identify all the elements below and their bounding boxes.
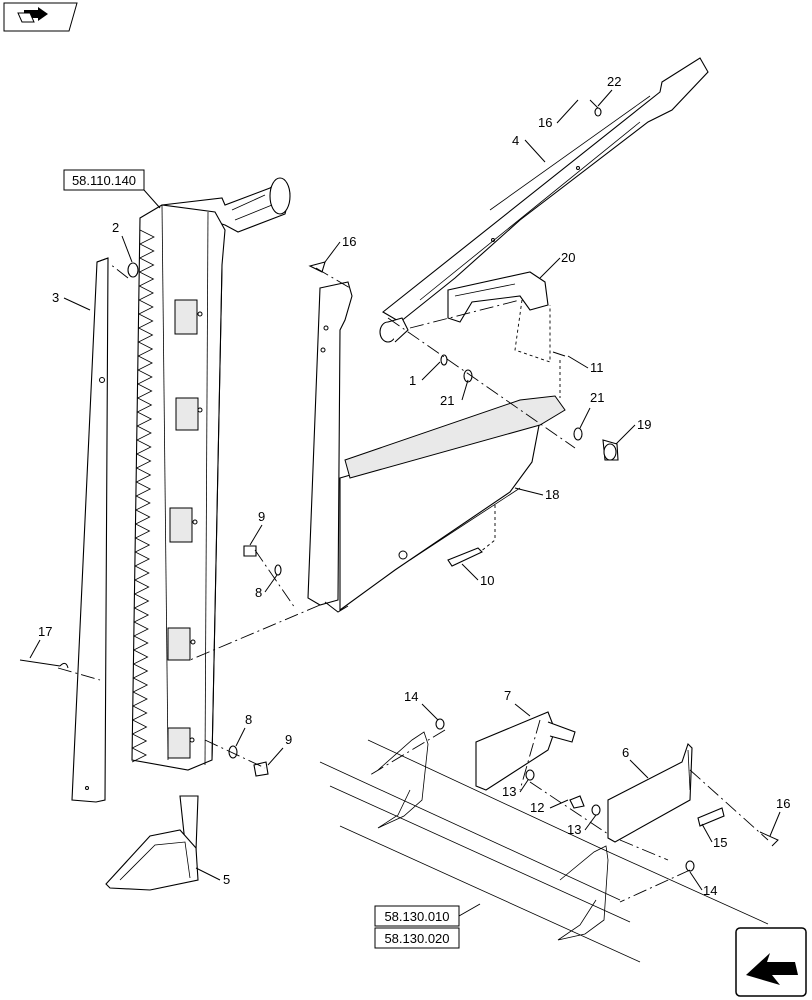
next-page-arrow-icon[interactable] <box>735 927 807 997</box>
callout-8-bottom: 8 <box>245 712 252 727</box>
callout-6: 6 <box>622 745 629 760</box>
callout-1: 1 <box>409 373 416 388</box>
callout-9-top: 9 <box>258 509 265 524</box>
callout-19: 19 <box>637 417 651 432</box>
callout-21-left: 21 <box>440 393 454 408</box>
callout-15: 15 <box>713 835 727 850</box>
cutter-bar-assembly <box>131 177 291 771</box>
part-3-strip <box>71 257 109 803</box>
callout-11: 11 <box>590 360 604 375</box>
reference-58-130-010[interactable]: 58.130.010 <box>374 905 460 927</box>
callout-8-top: 8 <box>255 585 262 600</box>
part-20-bracket <box>447 271 549 323</box>
callout-14-top: 14 <box>404 689 418 704</box>
callout-18: 18 <box>545 487 559 502</box>
callout-13-left: 13 <box>502 784 516 799</box>
callout-21-right: 21 <box>590 390 604 405</box>
reference-58-110-140[interactable]: 58.110.140 <box>63 169 161 209</box>
lower-skid-assembly <box>319 711 779 963</box>
callouts: 22 16 4 2 3 16 20 11 1 21 21 19 18 9 8 1… <box>29 74 790 898</box>
callout-20: 20 <box>561 250 575 265</box>
assembly-lines <box>57 263 769 903</box>
callout-13-right: 13 <box>567 822 581 837</box>
small-hardware <box>127 99 619 777</box>
callout-16-bottom: 16 <box>776 796 790 811</box>
callout-16-top: 16 <box>538 115 552 130</box>
callout-12: 12 <box>530 800 544 815</box>
book-arrow-icon[interactable] <box>3 2 78 32</box>
callout-4: 4 <box>512 133 519 148</box>
callout-7: 7 <box>504 688 511 703</box>
callout-17: 17 <box>38 624 52 639</box>
callout-5: 5 <box>223 872 230 887</box>
part-4-arm <box>379 57 709 343</box>
part-10-pin <box>447 547 483 567</box>
callout-16-mid: 16 <box>342 234 356 249</box>
reference-58-130-020[interactable]: 58.130.020 <box>374 903 481 949</box>
callout-22: 22 <box>607 74 621 89</box>
callout-10: 10 <box>480 573 494 588</box>
part-17-spring <box>19 659 69 669</box>
part-5-divider-point <box>105 795 199 891</box>
svg-text:58.130.010: 58.130.010 <box>384 909 449 924</box>
svg-text:58.110.140: 58.110.140 <box>72 173 136 188</box>
svg-text:58.130.020: 58.130.020 <box>384 931 449 946</box>
callout-9-bottom: 9 <box>285 732 292 747</box>
callout-2: 2 <box>112 220 119 235</box>
callout-3: 3 <box>52 290 59 305</box>
callout-14-bottom: 14 <box>703 883 717 898</box>
part-18-frame <box>307 281 566 613</box>
